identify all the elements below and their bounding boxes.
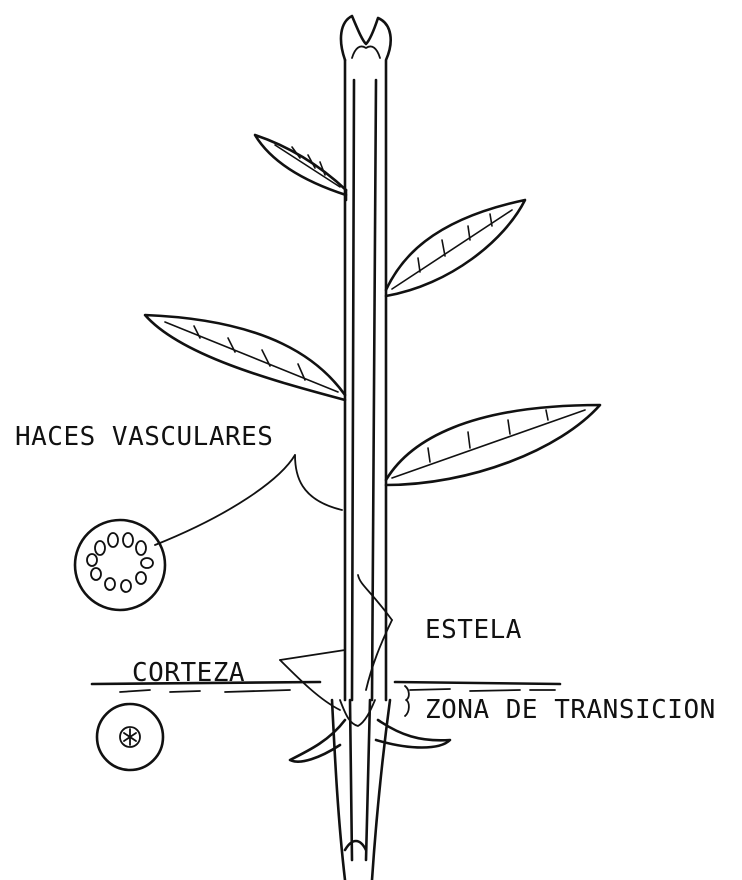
leaf-lower-right — [386, 405, 600, 485]
roots — [290, 700, 450, 880]
leaf-upper-right — [386, 200, 525, 296]
label-transition-zone: ZONA DE TRANSICION — [425, 695, 716, 725]
label-vascular-bundles: HACES VASCULARES — [15, 422, 273, 452]
root-cross-section — [97, 704, 163, 770]
leaf-middle-left — [145, 315, 345, 400]
stem — [341, 16, 391, 700]
stem-cross-section — [75, 520, 165, 610]
label-stele: ESTELA — [425, 615, 522, 645]
leaf-upper-left — [255, 135, 346, 200]
label-cortex: CORTEZA — [132, 658, 245, 688]
